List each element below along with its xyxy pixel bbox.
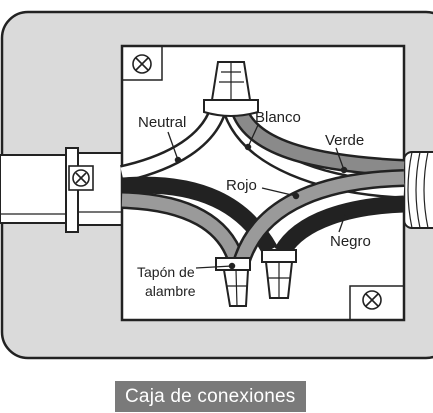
screw-icon — [68, 165, 94, 191]
screw-icon — [362, 290, 382, 310]
caption: Caja de conexiones — [115, 381, 306, 412]
wire-nut-icon — [261, 249, 297, 299]
label-tapon-line2: alambre — [145, 283, 196, 299]
label-neutral: Neutral — [138, 114, 186, 131]
black-wire — [274, 195, 405, 257]
left-conduit — [0, 147, 123, 233]
label-rojo: Rojo — [226, 177, 257, 194]
wire-nut-icon — [203, 61, 259, 117]
box-corner-notch — [349, 285, 404, 320]
leader-lines — [167, 124, 350, 270]
label-negro: Negro — [330, 233, 371, 250]
label-tapon-line1: Tapón de — [137, 264, 195, 280]
label-verde: Verde — [325, 132, 364, 149]
screw-icon — [132, 54, 152, 74]
label-blanco: Blanco — [255, 109, 301, 126]
box-corner-notch — [122, 46, 163, 81]
right-conduit — [403, 151, 433, 229]
